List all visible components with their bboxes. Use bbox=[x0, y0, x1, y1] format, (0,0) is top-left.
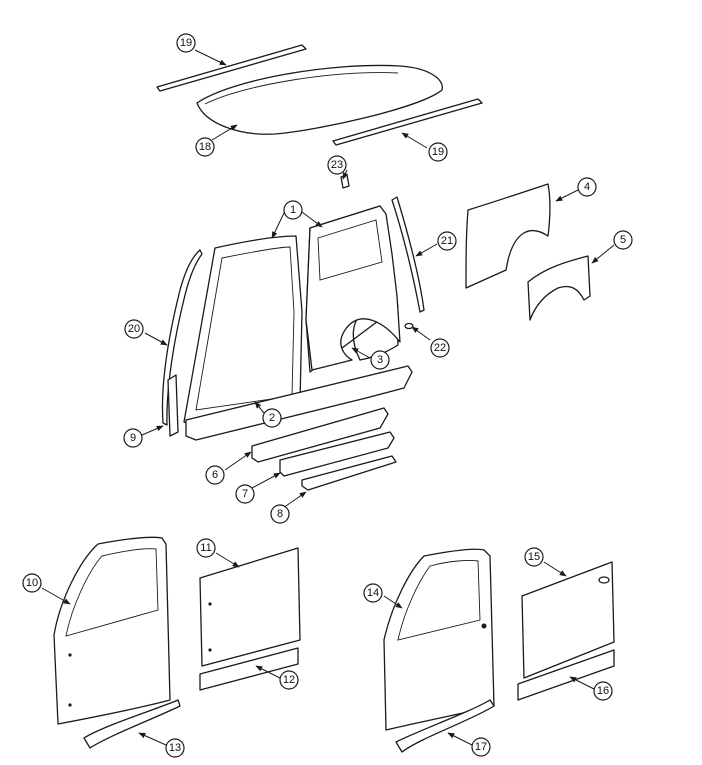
front-door-assembly-left bbox=[53, 536, 171, 725]
roof-panel bbox=[196, 64, 443, 135]
callout-2: 2 bbox=[262, 408, 282, 428]
callout-1: 1 bbox=[283, 200, 303, 220]
rear-quarter-panel bbox=[305, 205, 401, 373]
svg-text:18: 18 bbox=[199, 141, 211, 153]
rear-pillar-finisher bbox=[391, 196, 425, 313]
callout-20: 20 bbox=[124, 319, 144, 339]
svg-text:9: 9 bbox=[130, 432, 136, 444]
svg-text:5: 5 bbox=[620, 234, 626, 246]
callout-9: 9 bbox=[123, 428, 143, 448]
lower-a-pillar-panel bbox=[167, 374, 179, 437]
callout-23: 23 bbox=[327, 155, 347, 175]
callout-13: 13 bbox=[165, 738, 185, 758]
callout-19-top: 19 bbox=[176, 33, 196, 53]
door-lower-strip-right bbox=[517, 649, 615, 701]
callouts: 1 2 3 4 5 6 7 8 9 10 11 12 13 14 15 16 1… bbox=[22, 33, 633, 758]
sill-step-panel-lower bbox=[301, 455, 397, 491]
sill-outer-panel bbox=[185, 365, 413, 441]
svg-text:21: 21 bbox=[441, 235, 453, 247]
callout-10: 10 bbox=[22, 573, 42, 593]
svg-text:20: 20 bbox=[128, 323, 140, 335]
svg-text:17: 17 bbox=[475, 741, 487, 753]
svg-text:10: 10 bbox=[26, 577, 38, 589]
callout-7: 7 bbox=[235, 484, 255, 504]
callout-12: 12 bbox=[279, 670, 299, 690]
sill-step-panel-middle bbox=[279, 431, 395, 477]
small-plug bbox=[404, 322, 414, 330]
svg-text:23: 23 bbox=[331, 159, 343, 171]
door-skin-right bbox=[521, 561, 615, 679]
svg-text:19: 19 bbox=[180, 37, 192, 49]
svg-text:8: 8 bbox=[277, 508, 283, 520]
callout-18: 18 bbox=[195, 137, 215, 157]
svg-text:6: 6 bbox=[212, 469, 218, 481]
callout-22: 22 bbox=[430, 338, 450, 358]
callout-19-bottom: 19 bbox=[428, 142, 448, 162]
door-lower-strip-left bbox=[199, 647, 299, 691]
door-step-right bbox=[395, 699, 495, 753]
door-step-left bbox=[83, 699, 181, 749]
front-door-aperture-frame bbox=[183, 235, 303, 425]
svg-text:16: 16 bbox=[597, 685, 609, 697]
svg-text:3: 3 bbox=[377, 354, 383, 366]
callout-5: 5 bbox=[613, 230, 633, 250]
svg-text:1: 1 bbox=[290, 204, 296, 216]
callout-21: 21 bbox=[437, 231, 457, 251]
svg-text:4: 4 bbox=[584, 181, 590, 193]
callout-14: 14 bbox=[363, 583, 383, 603]
callout-4: 4 bbox=[577, 177, 597, 197]
a-pillar-finisher bbox=[161, 249, 203, 426]
sill-step-panel-upper bbox=[251, 407, 389, 463]
svg-text:12: 12 bbox=[283, 674, 295, 686]
wheel-arch-lip bbox=[527, 255, 591, 321]
svg-text:13: 13 bbox=[169, 742, 181, 754]
roof-drip-rail-top bbox=[156, 44, 307, 92]
callout-8: 8 bbox=[270, 504, 290, 524]
svg-text:14: 14 bbox=[367, 587, 379, 599]
leader-lines bbox=[41, 49, 615, 746]
callout-16: 16 bbox=[593, 681, 613, 701]
svg-text:11: 11 bbox=[200, 542, 211, 554]
roof-drip-rail-bottom bbox=[332, 98, 483, 146]
callout-3: 3 bbox=[370, 350, 390, 370]
callout-11: 11 bbox=[196, 538, 216, 558]
svg-text:19: 19 bbox=[432, 146, 444, 158]
callout-6: 6 bbox=[205, 465, 225, 485]
callout-15: 15 bbox=[524, 547, 544, 567]
svg-text:2: 2 bbox=[269, 412, 275, 424]
door-skin-left bbox=[199, 547, 301, 667]
svg-text:22: 22 bbox=[434, 342, 446, 354]
rear-wing-panel bbox=[465, 183, 551, 289]
svg-text:15: 15 bbox=[528, 551, 540, 563]
front-door-assembly-right bbox=[383, 548, 495, 731]
callout-17: 17 bbox=[471, 737, 491, 757]
svg-text:7: 7 bbox=[242, 488, 248, 500]
small-bracket bbox=[340, 174, 350, 189]
